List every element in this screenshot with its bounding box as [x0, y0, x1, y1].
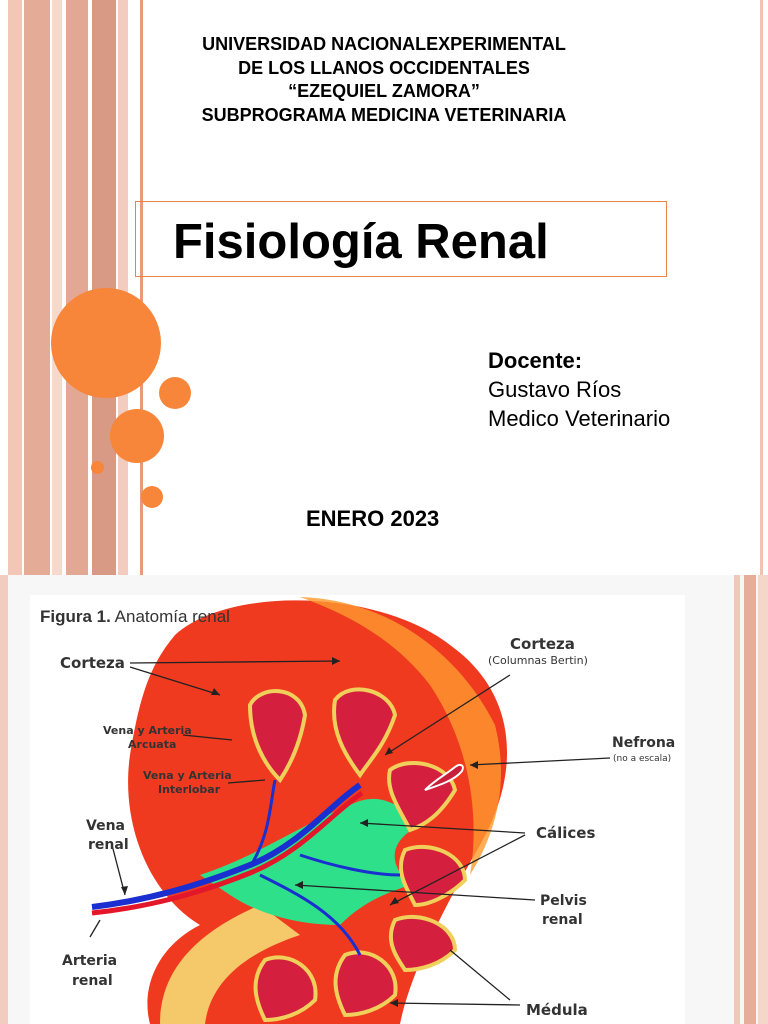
ureter [160, 905, 300, 1024]
medium-orange-circle [110, 409, 164, 463]
arrow-head [360, 819, 368, 827]
large-orange-circle [51, 288, 161, 398]
medulla-pyramids [247, 687, 468, 1023]
arrow-head [121, 886, 128, 895]
label-pelvis-2: renal [542, 912, 583, 928]
interlobar-vessel [248, 779, 277, 868]
arrow-head [211, 688, 220, 695]
figure-caption: Figura 1. Anatomía renal [40, 607, 230, 627]
arrow-heads [121, 657, 478, 1007]
label-arcuata-1: Vena y Arteria [103, 724, 192, 737]
interlobar-vessel [299, 853, 401, 877]
stripe [92, 0, 116, 575]
institution-line: UNIVERSIDAD NACIONALEXPERIMENTAL [202, 34, 566, 54]
label-medula: Médula [526, 1001, 588, 1019]
pyramid [253, 955, 318, 1023]
nephron-glyph [424, 763, 464, 791]
renal-artery [91, 790, 364, 916]
docente-block: Docente: Gustavo Ríos Medico Veterinario [488, 346, 670, 433]
institution-heading: UNIVERSIDAD NACIONALEXPERIMENTAL DE LOS … [140, 33, 628, 127]
label-pelvis-1: Pelvis [540, 893, 587, 909]
kidney-anatomy-diagram: Corteza Corteza (Columnas Bertin) Vena y… [60, 597, 675, 1024]
pyramid [247, 689, 308, 784]
title-frame [135, 201, 667, 277]
title-slide: UNIVERSIDAD NACIONALEXPERIMENTAL DE LOS … [0, 0, 763, 575]
stripe [758, 575, 768, 1024]
stripe [52, 0, 62, 575]
arrow-head [295, 881, 303, 889]
label-columnas: (Columnas Bertin) [488, 654, 588, 667]
institution-line: SUBPROGRAMA MEDICINA VETERINARIA [201, 104, 567, 125]
label-no-escala: (no a escala) [613, 754, 671, 764]
label-interlobar-2: Interlobar [158, 783, 221, 796]
stripe [734, 575, 740, 1024]
figure-caption-text: Anatomía renal [114, 607, 230, 626]
pyramid [332, 687, 398, 779]
arrow-head [385, 747, 393, 755]
kidney-cortex-highlight [300, 597, 501, 875]
anatomy-slide: Corteza Corteza (Columnas Bertin) Vena y… [0, 575, 768, 1024]
stripe [66, 0, 88, 575]
label-arteria-renal-2: renal [72, 973, 113, 989]
decorative-stripes [0, 0, 150, 575]
figure-caption-prefix: Figura 1. [40, 607, 111, 626]
arrow-head [470, 761, 478, 769]
docente-name: Gustavo Ríos [488, 377, 622, 402]
renal-pelvis [200, 798, 420, 925]
label-arteria-renal-1: Arteria [62, 953, 117, 969]
arrow-head [332, 657, 340, 665]
stripe [24, 0, 50, 575]
stripe [118, 0, 128, 575]
page-title: Fisiología Renal [173, 215, 549, 269]
date-label: ENERO 2023 [306, 506, 440, 531]
small-orange-circle [159, 377, 191, 409]
label-vena-renal-1: Vena [86, 818, 125, 834]
label-corteza-right: Corteza [510, 635, 575, 653]
label-interlobar-1: Vena y Arteria [143, 769, 232, 782]
small-orange-circle [141, 486, 163, 508]
label-corteza-left: Corteza [60, 654, 125, 672]
stripe [140, 0, 143, 575]
stripe [0, 575, 8, 1024]
institution-line: “EZEQUIEL ZAMORA” [288, 81, 480, 101]
stripe [8, 0, 22, 575]
interlobar-vessel [259, 873, 362, 956]
docente-label: Docente: [488, 348, 583, 373]
label-arrows [89, 660, 611, 1006]
right-edge-line [760, 0, 763, 575]
label-vena-renal-2: renal [88, 837, 129, 853]
arrow-head [390, 897, 399, 905]
arrow-head [390, 999, 398, 1007]
tiny-orange-circle [91, 461, 104, 474]
pyramid [333, 950, 398, 1018]
institution-line: DE LOS LLANOS OCCIDENTALES [238, 57, 530, 78]
label-calices: Cálices [536, 824, 595, 842]
stripe [744, 575, 756, 1024]
docente-role: Medico Veterinario [488, 406, 671, 431]
label-nefrona: Nefrona [612, 735, 675, 751]
pyramid [388, 914, 458, 973]
label-arcuata-2: Arcuata [128, 738, 176, 751]
